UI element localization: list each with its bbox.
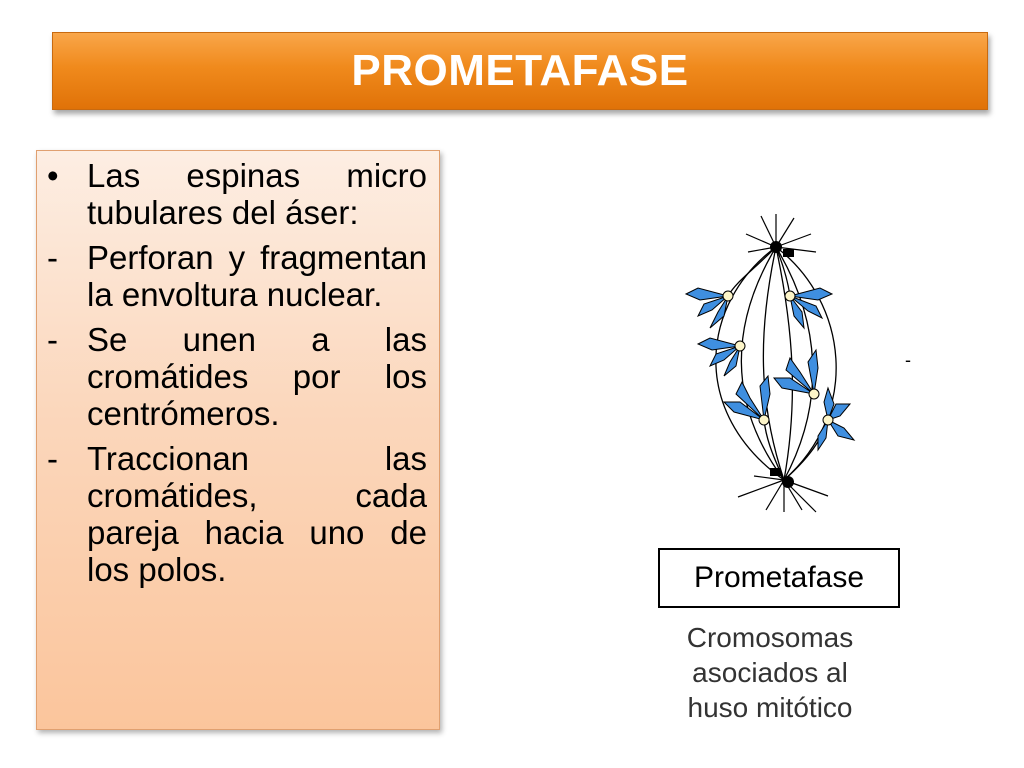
- list-item: - Traccionan las cromátides, cada pareja…: [47, 440, 427, 588]
- mitotic-spindle-diagram: [684, 214, 856, 513]
- list-item-text: Las espinas micro tubulares del áser:: [87, 157, 427, 231]
- chromosome: [817, 386, 856, 452]
- chromosome: [784, 287, 834, 330]
- chromosome: [772, 348, 820, 400]
- dash-marker: -: [47, 440, 58, 477]
- list-item-text: Se unen a las cromátides por los centróm…: [87, 321, 427, 432]
- chromosome: [684, 287, 734, 329]
- caption-line: Cromosomas: [686, 622, 854, 653]
- caption-line: huso mitótico: [687, 692, 853, 723]
- caption-line: asociados al: [692, 657, 848, 688]
- caption-description: Cromosomas asociados al huso mitótico: [640, 620, 900, 725]
- list-item-text: Perforan y fragmentan la envoltura nucle…: [87, 239, 427, 313]
- list-item: - Se unen a las cromátides por los centr…: [47, 321, 427, 432]
- dash-marker: -: [47, 321, 58, 358]
- title-bar: PROMETAFASE: [52, 32, 988, 110]
- slide-title: PROMETAFASE: [351, 46, 689, 95]
- caption-box: Prometafase: [658, 548, 900, 608]
- list-item: • Las espinas micro tubulares del áser:: [47, 157, 427, 231]
- centrosome-bottom: [770, 468, 794, 488]
- stray-mark: -: [905, 350, 911, 370]
- bullet-marker: •: [47, 157, 59, 194]
- chromosome: [722, 374, 771, 426]
- caption-title: Prometafase: [693, 561, 865, 594]
- list-item: - Perforan y fragmentan la envoltura nuc…: [47, 239, 427, 313]
- list-item-text: Traccionan las cromátides, cada pareja h…: [87, 440, 427, 588]
- centrosome-top: [770, 241, 794, 257]
- chromosome: [696, 337, 746, 377]
- bullet-text-box: • Las espinas micro tubulares del áser: …: [36, 150, 440, 730]
- dash-marker: -: [47, 239, 58, 276]
